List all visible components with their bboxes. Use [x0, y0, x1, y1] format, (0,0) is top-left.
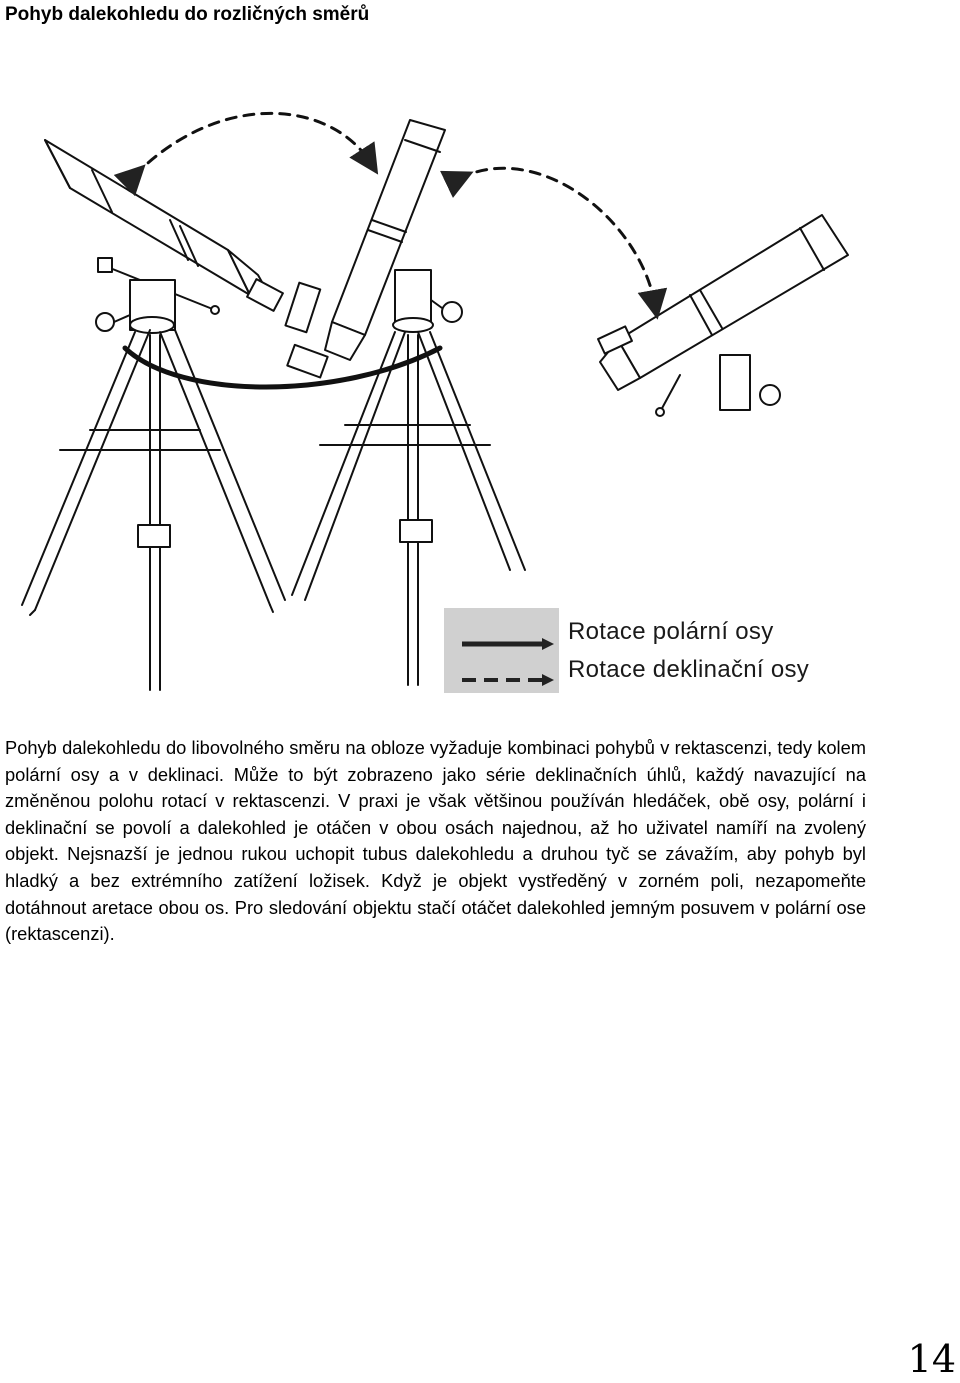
polar-rotation-arc	[122, 345, 443, 390]
declination-arrow-left	[113, 111, 379, 197]
page-heading: Pohyb dalekohledu do rozličných směrů	[5, 4, 370, 25]
telescope-right	[597, 214, 849, 417]
figure-legend: Rotace polární osy Rotace deklinační osy	[444, 596, 836, 706]
telescope-left	[21, 139, 286, 691]
declination-arrow-right	[440, 166, 668, 320]
telescope-illustration	[21, 111, 849, 691]
legend-dashed-label: Rotace deklinační osy	[568, 656, 810, 683]
legend-swatch-box	[444, 608, 559, 693]
page-number: 14	[907, 1337, 956, 1381]
body-paragraph: Pohyb dalekohledu do libovolného směru n…	[5, 737, 866, 945]
telescope-center	[284, 119, 526, 686]
legend-solid-label: Rotace polární osy	[568, 618, 774, 645]
